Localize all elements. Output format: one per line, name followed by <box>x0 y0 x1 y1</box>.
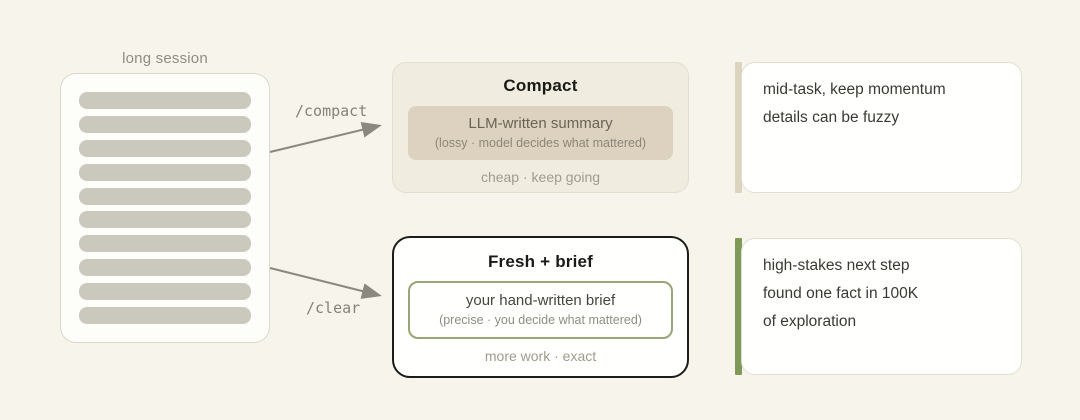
session-line-bar <box>79 115 251 133</box>
fresh-footer: more work · exact <box>484 348 597 364</box>
fresh-note-body: high-stakes next step found one fact in … <box>741 238 1022 375</box>
session-line-bar <box>79 92 251 109</box>
session-line-bar <box>79 283 251 300</box>
llm-summary-box: LLM-written summary (lossy · model decid… <box>408 106 673 160</box>
fresh-panel: Fresh + brief your hand-written brief (p… <box>392 236 689 378</box>
session-line-bar <box>79 235 251 253</box>
fresh-title: Fresh + brief <box>487 252 594 271</box>
compact-note-card: mid-task, keep momentum details can be f… <box>735 62 1022 193</box>
summary-main-text: LLM-written summary <box>468 115 613 132</box>
summary-sub-text: (lossy · model decides what mattered) <box>434 136 647 150</box>
clear-arrow <box>269 267 382 299</box>
note-line: found one fact in 100K <box>763 285 919 302</box>
fresh-note-card: high-stakes next step found one fact in … <box>735 238 1022 375</box>
note-line: mid-task, keep momentum <box>763 81 946 98</box>
brief-main-text: your hand-written brief <box>465 292 616 309</box>
session-line-bar <box>79 306 251 324</box>
session-line-bar <box>79 139 251 157</box>
brief-sub-text: (precise · you decide what mattered) <box>439 313 642 327</box>
handwritten-brief-box: your hand-written brief (precise · you d… <box>408 281 673 339</box>
note-line: of exploration <box>763 313 857 330</box>
note-line: high-stakes next step <box>763 257 910 274</box>
session-line-bar <box>79 163 251 181</box>
compact-note-accent-bar <box>735 62 742 193</box>
compact-panel: Compact LLM-written summary (lossy · mod… <box>392 62 689 193</box>
session-line-bar <box>79 259 251 277</box>
compact-command-label: /compact <box>295 102 368 120</box>
clear-command-label: /clear <box>306 299 361 317</box>
compact-arrow <box>269 121 382 153</box>
compact-note-body: mid-task, keep momentum details can be f… <box>741 62 1022 193</box>
session-card <box>60 73 270 343</box>
note-line: details can be fuzzy <box>763 109 900 126</box>
compact-footer: cheap · keep going <box>480 169 601 185</box>
session-line-bar <box>79 211 251 229</box>
fresh-note-accent-bar <box>735 238 742 375</box>
compact-title: Compact <box>503 76 578 95</box>
session-label: long session <box>122 50 208 67</box>
session-line-bar <box>79 187 251 205</box>
